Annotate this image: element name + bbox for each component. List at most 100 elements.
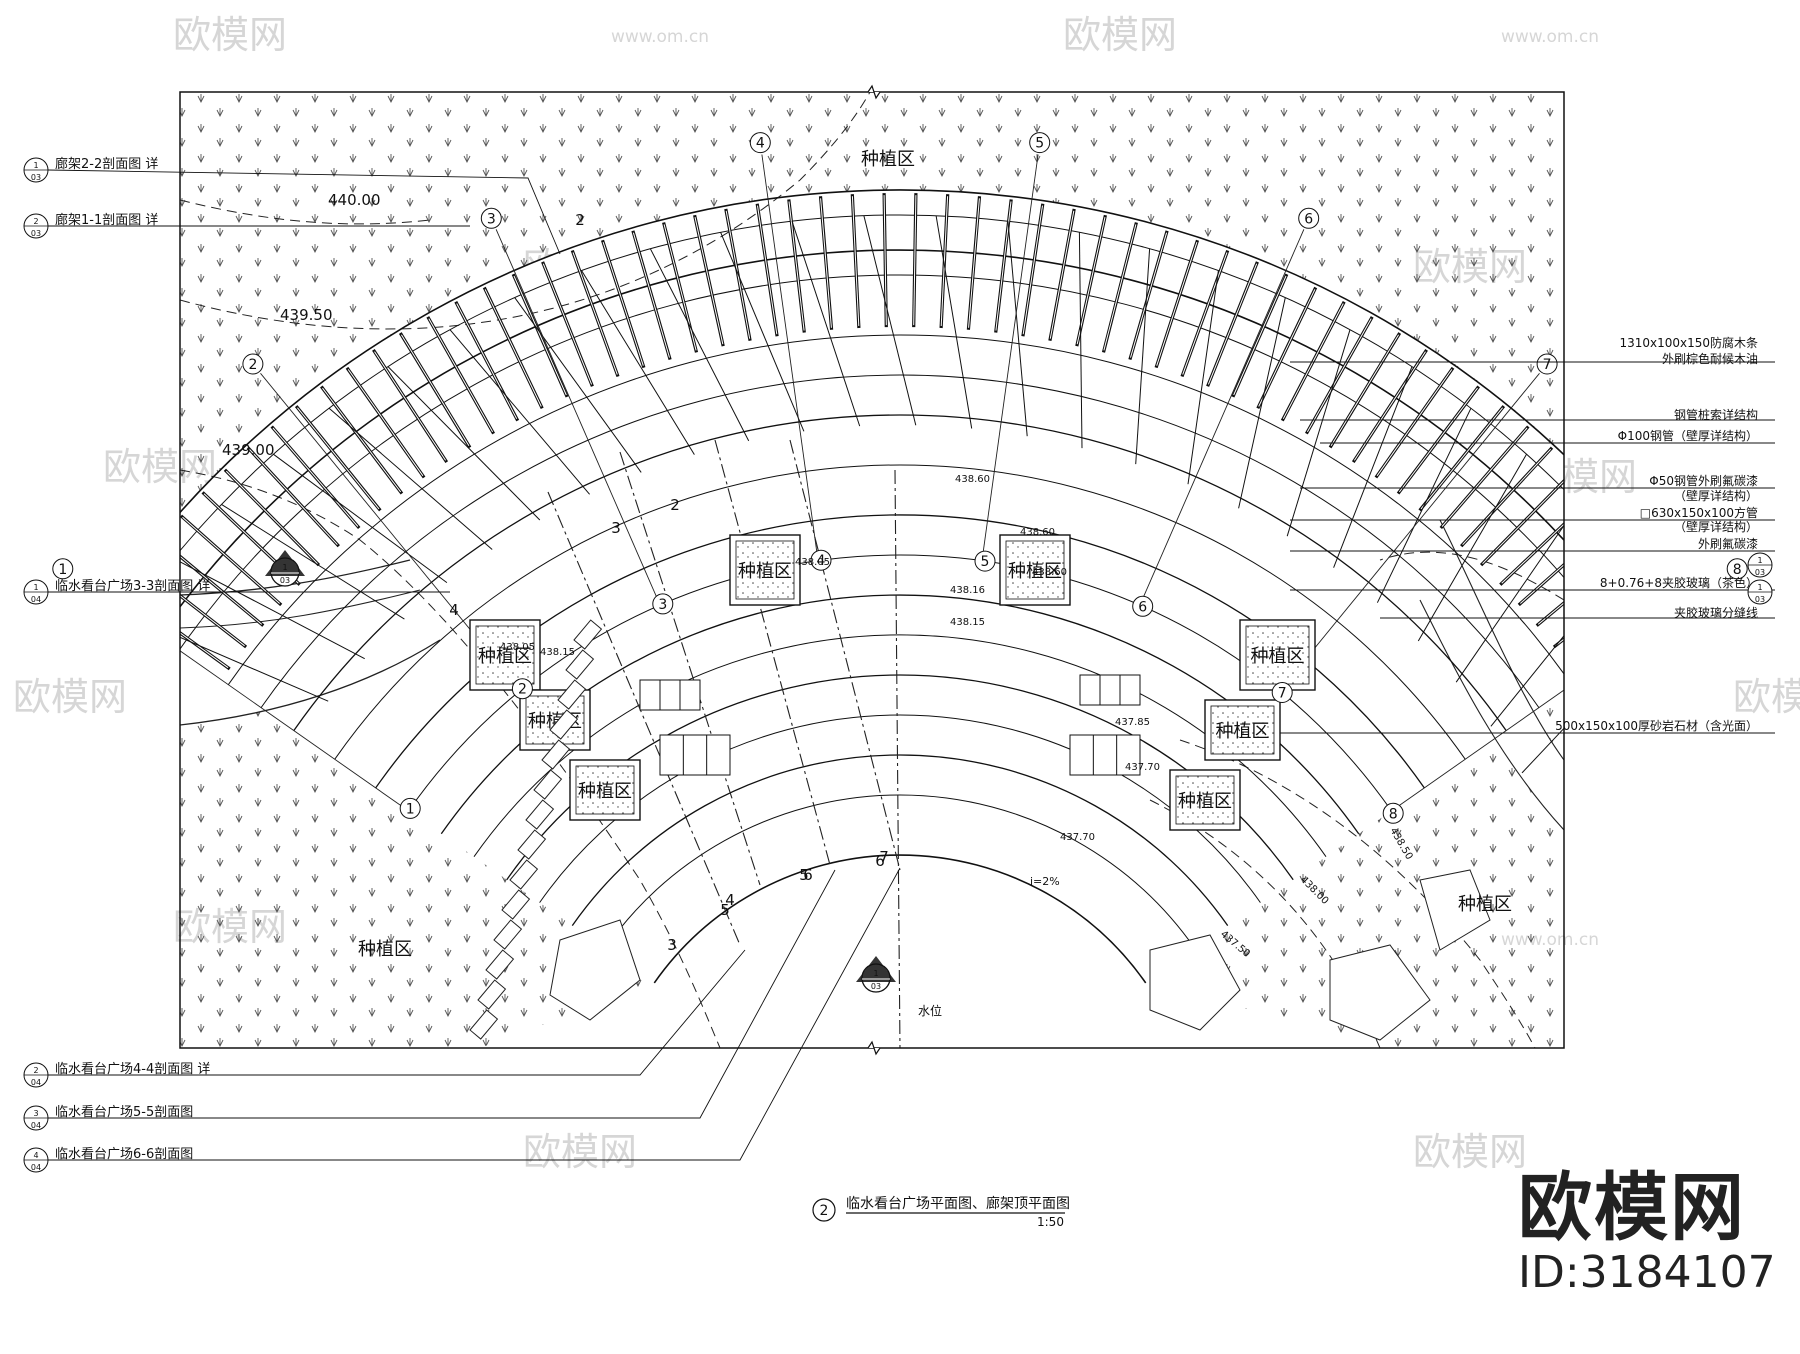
step-stone: [573, 619, 603, 650]
section-cut-line: [789, 439, 901, 871]
pergola-beam-core: [322, 387, 402, 493]
pergola-beams: [180, 193, 1564, 774]
callout-ref-sheet: 04: [31, 1121, 41, 1130]
pergola-beam-core: [913, 195, 917, 326]
step-stone: [533, 769, 563, 800]
elevation-label: 440.00: [328, 191, 381, 209]
callout-right-text: 8+0.76+8夹胶玻璃（茶色）: [1600, 575, 1758, 590]
plaza-arc: [180, 214, 1564, 552]
callout-left-text: 临水看台广场4-4剖面图 详: [55, 1061, 210, 1077]
callout-ref-sheet: 03: [1755, 595, 1765, 604]
pergola-beam-core: [1156, 241, 1198, 366]
plaza-arc: [227, 334, 1564, 685]
grid-ref-label: 6: [1304, 211, 1313, 227]
callout-ref-sheet: 03: [1755, 568, 1765, 577]
grid-ref-circle: [399, 797, 421, 819]
grid-ref-label: 1: [406, 801, 415, 817]
callout-ref-index: 1: [33, 583, 38, 592]
grid-ref-label: 2: [518, 682, 527, 698]
grid-ref-circle: [1726, 558, 1748, 580]
step-stone: [469, 1009, 499, 1040]
glass-line: [1333, 366, 1413, 568]
plaza-arc: [571, 754, 1229, 926]
callout-leader: [48, 869, 836, 1119]
grid-ref-circle: [810, 549, 832, 571]
plaza-arc: [653, 854, 1147, 984]
callout-ref-index: 2: [33, 217, 38, 226]
watermark-text: 欧模网: [13, 675, 127, 719]
step-stone: [557, 679, 587, 710]
callout-left-text: 廊架2-2剖面图 详: [55, 156, 158, 172]
zone-label: 种植区: [358, 939, 412, 960]
callout-leader: [47, 169, 561, 255]
section-cut-line: [894, 469, 901, 1048]
glass-line: [1187, 270, 1219, 485]
detail-marker-arrow: [856, 956, 896, 982]
planter-boxes: 种植区种植区种植区种植区种植区种植区种植区种植区: [469, 534, 1316, 831]
watermark-text: 欧模网: [1413, 1130, 1527, 1174]
elevation-label: 438.16: [950, 585, 985, 596]
callout-right-text: Φ100钢管（壁厚详结构）: [1618, 428, 1758, 443]
glass-line: [720, 232, 805, 432]
callout-ref-sheet: 04: [31, 1078, 41, 1087]
pergola-beam-core: [1282, 303, 1344, 420]
step-stone: [501, 889, 531, 920]
step-stone: [541, 739, 571, 770]
detail-marker-sheet: 03: [280, 576, 290, 585]
section-cut-line: [714, 439, 831, 866]
zone-label: 种植区: [1458, 894, 1512, 915]
callout-left-text: 临水看台广场6-6剖面图: [55, 1146, 193, 1162]
grid-ref-circle: [52, 558, 74, 580]
section-mark: 6: [875, 852, 885, 870]
title-index-circle: [812, 1198, 836, 1222]
planter-soil: [1245, 625, 1310, 685]
glass-line: [1521, 727, 1564, 774]
plaza-arc: [334, 464, 1466, 760]
glass-line: [935, 215, 973, 429]
grid-ref-label: 5: [1035, 136, 1044, 152]
pergola-beam-core: [180, 594, 245, 647]
elevation-label: 437.85: [1115, 717, 1150, 728]
section-mark: 7: [879, 848, 889, 866]
planter-label: 种植区: [578, 781, 632, 802]
glass-line: [180, 561, 365, 660]
section-mark: 4: [449, 601, 459, 619]
elevation-label: 438.15: [950, 617, 985, 628]
callout-ref-sheet: 03: [31, 173, 41, 182]
grid-ref-circle: [511, 678, 533, 700]
pergola-beam-core: [757, 205, 778, 335]
drawing-scale: 1:50: [1037, 1215, 1064, 1229]
grid-ref-label: 7: [1278, 686, 1287, 702]
brand-block: 欧模网 ID:3184107: [1518, 1168, 1776, 1298]
callout-right-text: （壁厚详结构）: [1674, 488, 1758, 503]
glass-line: [1135, 248, 1151, 465]
brand-logo: 欧模网: [1518, 1165, 1746, 1251]
callout-ref-sheet: 03: [31, 229, 41, 238]
bench-block: [1069, 734, 1141, 776]
pergola-beam-core: [225, 470, 318, 565]
pergola-beam-core: [1233, 275, 1287, 396]
grid-axis-line: [180, 650, 409, 812]
callout-right-text: □630x150x100方管: [1640, 505, 1758, 520]
grid-ref-label: 1: [58, 562, 67, 578]
grid-axis-line: [1139, 229, 1305, 606]
section-mark: 5: [720, 901, 730, 919]
plaza-arc: [604, 794, 1196, 949]
water-label: 水位: [918, 1003, 942, 1018]
glass-line: [649, 248, 750, 442]
planter-label: 种植区: [1216, 721, 1270, 742]
planter-soil: [735, 540, 795, 600]
pergola-beam-core: [248, 448, 338, 546]
callout-leader: [48, 949, 746, 1076]
elevation-label: 438.60: [955, 474, 990, 485]
callout-left-text: 临水看台广场5-5剖面图: [55, 1104, 193, 1120]
pergola-beam-core: [602, 241, 644, 366]
grid-ref-circle: [480, 207, 502, 229]
section-mark: 4: [725, 891, 735, 909]
plaza-arc: [180, 274, 1564, 650]
grid-ref-circle: [652, 593, 674, 615]
pergola-beam-core: [456, 303, 518, 420]
callout-ref-index: 1: [33, 161, 38, 170]
pergola-beam-core: [1103, 224, 1137, 351]
planter-soil: [1005, 540, 1065, 600]
